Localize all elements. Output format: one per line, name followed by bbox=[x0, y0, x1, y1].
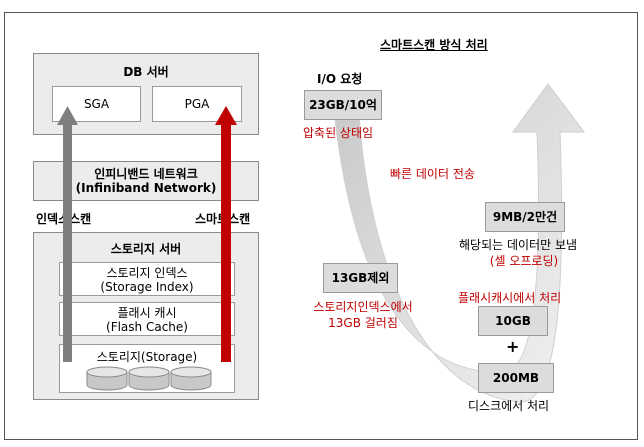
storage-index-excluded-value: 13GB제외 bbox=[331, 271, 390, 285]
pga-label: PGA bbox=[184, 97, 210, 111]
smartscan-title: 스마트스캔 방식 처리 bbox=[380, 38, 488, 52]
storage-index-label-ko: 스토리지 인덱스 bbox=[106, 266, 188, 280]
storage-index-box bbox=[59, 262, 235, 296]
cell-offloading-note: (셀 오프로딩) bbox=[489, 254, 559, 268]
result-value: 9MB/2만건 bbox=[492, 210, 558, 224]
request-size-value: 23GB/10억 bbox=[309, 98, 377, 112]
disk-size-box: 200MB bbox=[478, 363, 554, 393]
disk-icon bbox=[170, 366, 212, 391]
disk-icon bbox=[86, 366, 128, 391]
plus-sign: + bbox=[506, 337, 520, 356]
smart-scan-arrow bbox=[215, 106, 237, 362]
io-request-label: I/O 요청 bbox=[317, 72, 363, 86]
storage-label: 스토리지(Storage) bbox=[96, 350, 198, 364]
flash-cache-note: 플래시캐시에서 처리 bbox=[458, 291, 562, 305]
storage-index-note-2: 13GB 걸러짐 bbox=[328, 316, 398, 330]
diagram-frame bbox=[4, 12, 638, 440]
request-size-box: 23GB/10억 bbox=[304, 90, 382, 120]
network-label-en: (Infiniband Network) bbox=[75, 181, 217, 195]
result-box: 9MB/2만건 bbox=[485, 202, 565, 232]
disk-icon bbox=[128, 366, 170, 391]
flash-cache-label-ko: 플래시 캐시 bbox=[117, 306, 177, 320]
storage-index-excluded-box: 13GB제외 bbox=[323, 263, 398, 293]
flash-cache-label-en: (Flash Cache) bbox=[106, 320, 188, 334]
storage-server-title: 스토리지 서버 bbox=[110, 242, 182, 256]
sga-label: SGA bbox=[83, 97, 110, 111]
storage-index-label-en: (Storage Index) bbox=[100, 280, 194, 294]
network-label-ko: 인피니밴드 네트워크 bbox=[94, 167, 198, 181]
db-server-title: DB 서버 bbox=[123, 65, 169, 79]
result-note: 해당되는 데이터만 보냄 bbox=[459, 238, 578, 252]
storage-index-note-1: 스토리지인덱스에서 bbox=[313, 300, 413, 314]
index-scan-arrow bbox=[57, 106, 78, 362]
disk-note: 디스크에서 처리 bbox=[468, 399, 550, 413]
disk-size-value: 200MB bbox=[492, 371, 540, 385]
fast-transfer-note: 빠른 데이터 전송 bbox=[390, 167, 475, 181]
compressed-note: 압축된 상태임 bbox=[303, 126, 374, 140]
flash-cache-box bbox=[59, 302, 235, 336]
flash-size-box: 10GB bbox=[478, 306, 548, 336]
flash-size-value: 10GB bbox=[495, 314, 531, 328]
